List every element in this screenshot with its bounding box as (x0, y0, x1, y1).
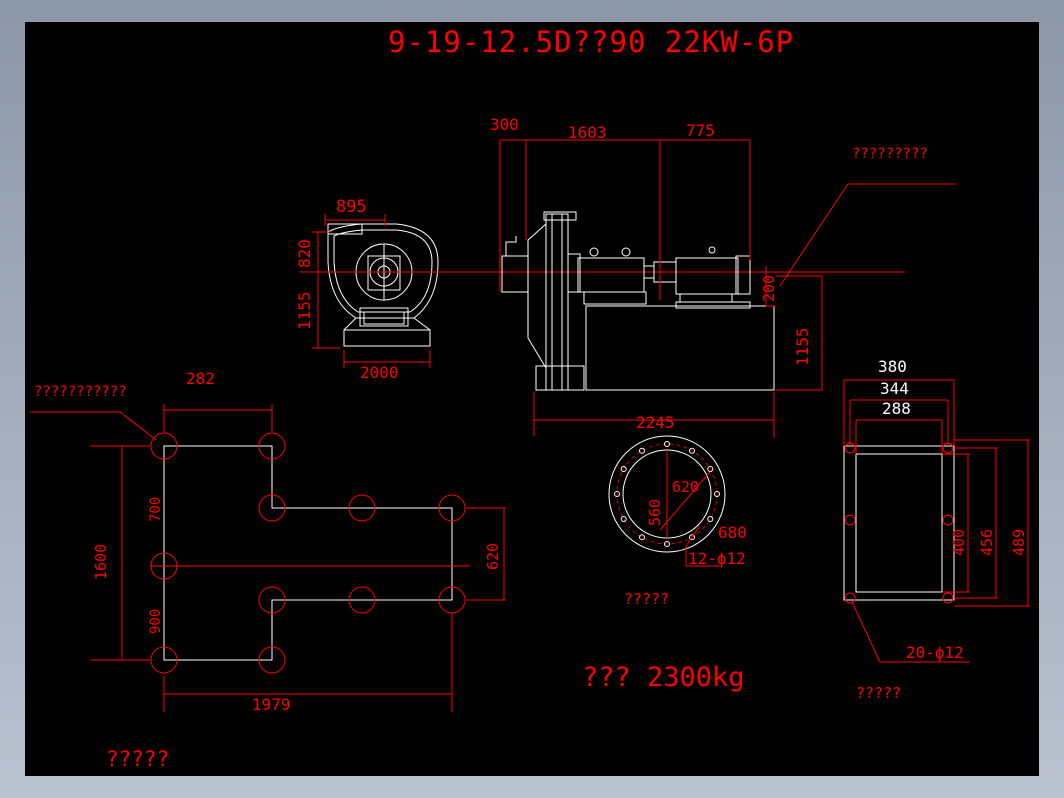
dim-1155-side: 1155 (793, 327, 812, 366)
dim-344: 344 (880, 379, 909, 398)
outlet-holes-label: 20-ϕ12 (906, 643, 964, 662)
front-view-outline (327, 223, 439, 347)
flange-holes-label: 12-ϕ12 (688, 549, 746, 568)
drawing-svg: 9-19-12.5D??90 22KW-6P (30, 25, 1030, 771)
dim-680: 680 (718, 523, 747, 542)
dim-1979: 1979 (252, 695, 291, 714)
dim-288: 288 (882, 399, 911, 418)
dim-200: 200 (760, 275, 778, 302)
flange-bolt-holes (614, 441, 720, 547)
anchor-holes (150, 432, 466, 674)
outlet-flange-caption: ????? (856, 684, 901, 702)
side-view-outline (501, 211, 775, 391)
dim-1155-front: 1155 (295, 291, 314, 330)
outlet-flange: 380 344 288 400 456 489 20-ϕ12 ????? (843, 357, 1030, 702)
dim-900: 900 (148, 609, 164, 634)
side-view-dims (499, 139, 956, 438)
dim-620-foundation: 620 (484, 543, 502, 570)
inlet-flange-caption: ????? (624, 590, 669, 608)
outlet-bolt-holes (844, 442, 954, 604)
dim-2000: 2000 (360, 363, 399, 382)
foundation-callout: ??????????? (34, 384, 127, 400)
dim-895: 895 (336, 197, 367, 217)
dim-700: 700 (148, 497, 164, 522)
drawing-title: 9-19-12.5D??90 22KW-6P (388, 25, 794, 59)
front-view: 895 820 1155 2000 (295, 197, 905, 382)
front-view-dims (300, 214, 905, 368)
dim-775: 775 (686, 121, 715, 140)
foundation-plan: ??????????? 282 1600 700 900 620 1979 (30, 369, 506, 714)
side-view-callout: ????????? (852, 146, 928, 162)
dim-620-flange: 620 (672, 478, 699, 496)
dim-1603: 1603 (568, 123, 607, 142)
dim-1600: 1600 (92, 544, 110, 580)
foundation-outline (163, 445, 453, 661)
dim-456: 456 (978, 529, 996, 556)
weight-label: ??? 2300kg (582, 662, 745, 693)
dim-282: 282 (186, 369, 215, 388)
outlet-dims (843, 379, 1030, 663)
side-view: 300 1603 775 200 1155 2245 ????????? (490, 115, 956, 438)
dim-300: 300 (490, 115, 519, 134)
dim-380: 380 (878, 357, 907, 376)
dim-400: 400 (950, 529, 968, 556)
dim-2245: 2245 (636, 413, 675, 432)
footer-note: ????? (106, 747, 169, 771)
dim-489: 489 (1010, 529, 1028, 556)
inlet-flange: 620 560 680 12-ϕ12 ????? (608, 435, 747, 608)
dim-820: 820 (295, 239, 314, 268)
dim-560: 560 (646, 499, 664, 526)
drawing-canvas: 9-19-12.5D??90 22KW-6P (25, 22, 1039, 776)
foundation-dims (30, 404, 506, 712)
